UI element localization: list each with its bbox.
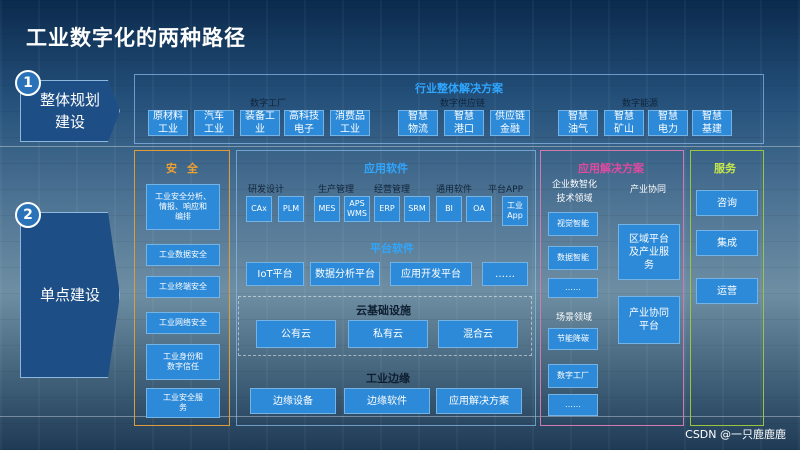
cloud-item-private: 私有云: [348, 320, 428, 348]
security-item-identity: 工业身份和 数字信任: [146, 344, 220, 380]
category-general: 通用软件: [436, 185, 473, 195]
app-item-cax: CAx: [246, 196, 272, 222]
cloud-item-public: 公有云: [256, 320, 336, 348]
app-item-oa: OA: [466, 196, 492, 222]
group-label-digital-energy: 数字能源: [622, 99, 659, 109]
app-item-industrial-app: 工业 App: [502, 196, 528, 226]
step2-label: 单点建设: [39, 286, 100, 304]
top-item-smart-oilgas: 智慧 油气: [558, 110, 598, 136]
center-panel: [236, 150, 536, 426]
security-title: 安全: [166, 162, 208, 175]
platform-item-more: ……: [482, 262, 528, 286]
industry-solution-panel: [134, 74, 764, 144]
edge-item-solution: 应用解决方案: [436, 388, 522, 414]
service-item-integration: 集成: [696, 230, 758, 256]
app-item-aps-wms: APS WMS: [344, 196, 370, 222]
group-label-digital-supply-chain: 数字供应链: [440, 99, 486, 109]
app-software-title: 应用软件: [364, 162, 408, 175]
top-item-equipment: 装备工 业: [240, 110, 280, 136]
category-platform-app: 平台APP: [488, 185, 524, 195]
edge-item-software: 边缘软件: [344, 388, 430, 414]
category-production: 生产管理: [318, 185, 355, 195]
security-item-network: 工业网络安全: [146, 312, 220, 334]
top-item-smart-port: 智慧 港口: [444, 110, 484, 136]
top-item-smart-infra: 智慧 基建: [692, 110, 732, 136]
edge-title: 工业边缘: [366, 372, 410, 385]
group-label-digital-factory: 数字工厂: [250, 99, 287, 109]
top-item-smart-power: 智慧 电力: [648, 110, 688, 136]
top-item-consumer: 消费品 工业: [330, 110, 370, 136]
service-item-operation: 运营: [696, 278, 758, 304]
top-item-auto: 汽车 工业: [194, 110, 234, 136]
top-item-supply-finance: 供应链 金融: [490, 110, 530, 136]
solutions-title: 应用解决方案: [578, 162, 644, 175]
top-item-smart-logistics: 智慧 物流: [398, 110, 438, 136]
cloud-title: 云基础设施: [356, 304, 411, 317]
top-item-raw-materials: 原材料 工业: [148, 110, 188, 136]
app-item-srm: SRM: [404, 196, 430, 222]
step2-number-badge: 2: [15, 202, 41, 228]
solutions-panel: [540, 150, 684, 426]
top-item-hitech: 高科技 电子: [284, 110, 324, 136]
edge-item-device: 边缘设备: [250, 388, 336, 414]
industry-solution-title: 行业整体解决方案: [415, 82, 503, 95]
security-item-analysis: 工业安全分析、 情报、响应和 编排: [146, 184, 220, 230]
step1-block: 整体规划 建设: [20, 80, 120, 142]
divider-line: [0, 146, 800, 147]
category-rd: 研发设计: [248, 185, 285, 195]
security-item-data: 工业数据安全: [146, 244, 220, 266]
services-panel: [690, 150, 764, 426]
platform-title: 平台软件: [370, 242, 414, 255]
security-item-terminal: 工业终端安全: [146, 276, 220, 298]
solutions-col1-title: 企业数智化 技术领域: [552, 180, 598, 204]
solutions-col1b-title: 场景领域: [556, 313, 593, 323]
solution-item-vision: 视觉智能: [548, 212, 598, 236]
step2-block: 单点建设: [20, 212, 120, 378]
divider-line-bottom: [0, 416, 800, 417]
solution-item-more2: ……: [548, 394, 598, 416]
page-title: 工业数字化的两种路径: [26, 26, 246, 50]
top-item-smart-mine: 智慧 矿山: [604, 110, 644, 136]
step1-number-badge: 1: [15, 70, 41, 96]
solution-item-regional-platform: 区域平台 及产业服 务: [618, 224, 680, 280]
platform-item-data-analysis: 数据分析平台: [310, 262, 380, 286]
solution-item-digital-factory: 数字工厂: [548, 364, 598, 388]
solution-item-energy: 节能降碳: [548, 328, 598, 350]
category-operation: 经营管理: [374, 185, 411, 195]
services-title: 服务: [714, 162, 736, 175]
watermark-text: CSDN @一只鹿鹿鹿: [685, 428, 786, 441]
platform-item-iot: IoT平台: [246, 262, 304, 286]
solution-item-industry-collab: 产业协同 平台: [618, 296, 680, 344]
app-item-erp: ERP: [374, 196, 400, 222]
security-item-service: 工业安全服 务: [146, 388, 220, 418]
platform-item-app-dev: 应用开发平台: [390, 262, 472, 286]
step1-label: 整体规划 建设: [39, 91, 100, 131]
solutions-col2-title: 产业协同: [630, 185, 667, 195]
cloud-section: [238, 296, 532, 356]
security-panel: [134, 150, 230, 426]
app-item-plm: PLM: [278, 196, 304, 222]
solution-item-more1: ……: [548, 278, 598, 298]
app-item-mes: MES: [314, 196, 340, 222]
service-item-consult: 咨询: [696, 190, 758, 216]
cloud-item-hybrid: 混合云: [438, 320, 518, 348]
solution-item-data-intel: 数据智能: [548, 246, 598, 270]
app-item-bi: BI: [436, 196, 462, 222]
